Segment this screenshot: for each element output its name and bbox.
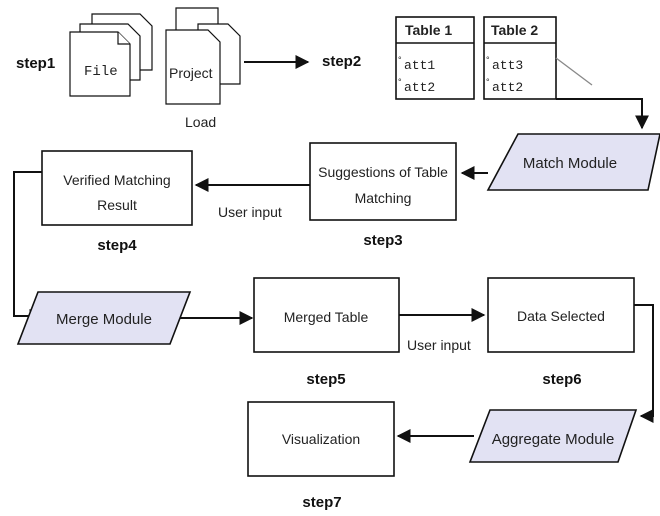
svg-text:°: ° (398, 77, 402, 87)
verified-label-line2: Result (97, 197, 137, 213)
step7-label: step7 (302, 494, 341, 511)
svg-text:°: ° (398, 55, 402, 65)
table-1: Table 1 ° att1 ° att2 (395, 16, 475, 100)
file-document-icon (69, 13, 153, 97)
file-label: File (84, 64, 118, 80)
visualization-box (247, 401, 395, 477)
table-2-title: Table 2 (491, 22, 538, 38)
step3-label: step3 (363, 232, 402, 249)
user-input-label-1: User input (218, 204, 282, 220)
suggestions-label-line2: Matching (355, 190, 412, 206)
table-1-attr-1: att1 (404, 58, 435, 73)
table-2-attr-1: att3 (492, 58, 523, 73)
merged-table-label: Merged Table (284, 309, 369, 325)
svg-text:°: ° (486, 55, 490, 65)
data-selected-box (487, 277, 635, 353)
project-document-icon (165, 7, 241, 105)
step1-label: step1 (16, 55, 55, 72)
aggregate-module (468, 409, 638, 463)
table-1-attr-2: att2 (404, 80, 435, 95)
step2-label: step2 (322, 53, 361, 70)
step5-label: step5 (306, 371, 345, 388)
match-module (486, 133, 660, 191)
merge-module-label: Merge Module (56, 311, 152, 328)
visualization-label: Visualization (282, 431, 360, 447)
aggregate-module-label: Aggregate Module (492, 431, 615, 448)
match-module-label: Match Module (523, 155, 617, 172)
user-input-label-2: User input (407, 337, 471, 353)
table-1-title: Table 1 (405, 22, 452, 38)
svg-text:°: ° (486, 77, 490, 87)
data-selected-label: Data Selected (517, 308, 605, 324)
table-2: Table 2 ° att3 ° att2 (483, 16, 557, 100)
table-2-attr-2: att2 (492, 80, 523, 95)
suggestions-label-line1: Suggestions of Table (318, 164, 448, 180)
load-label: Load (185, 114, 216, 130)
suggestions-box (309, 142, 457, 221)
merge-module (16, 291, 192, 345)
tables-to-match-arrow (556, 98, 649, 130)
verified-label-line1: Verified Matching (63, 172, 170, 188)
table-link-line (555, 57, 593, 86)
step4-label: step4 (97, 237, 137, 254)
project-label: Project (169, 65, 213, 81)
data-selected-to-aggregate-arrow (634, 304, 654, 423)
step6-label: step6 (542, 371, 581, 388)
verified-result-box (41, 150, 193, 226)
